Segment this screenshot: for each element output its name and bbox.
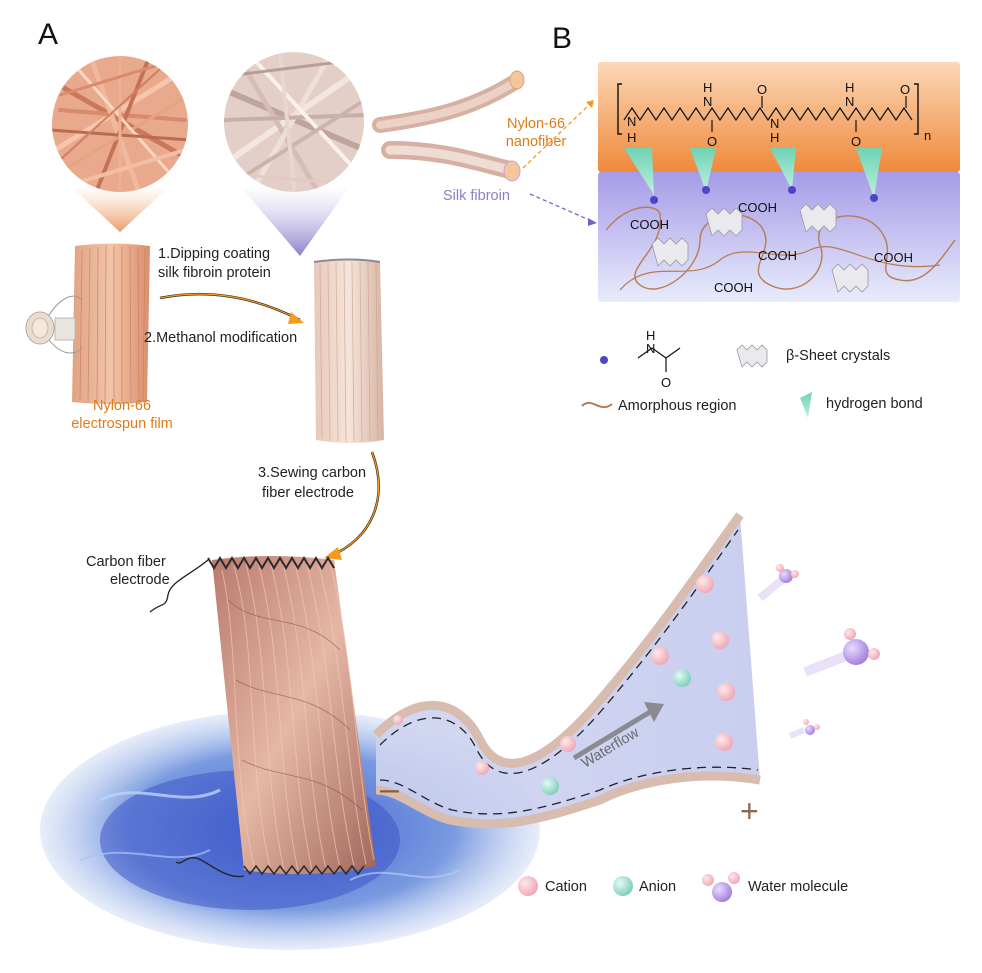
amide-group-icon: H N O xyxy=(637,328,681,390)
panel-label-b: B xyxy=(552,22,572,55)
zoom-cone-orange xyxy=(70,186,170,232)
carbon-fiber-electrode-bottom xyxy=(243,864,365,876)
process-arrow-1-2 xyxy=(159,292,301,322)
arrowhead-3 xyxy=(324,547,342,560)
step3-label-line2: fiber electrode xyxy=(262,485,354,501)
legend-amorphous: Amorphous region xyxy=(618,398,737,414)
film-label: Nylon-66 xyxy=(93,398,151,414)
cooh-1: COOH xyxy=(630,217,669,232)
cooh-2: COOH xyxy=(738,200,777,215)
molecular-structure-panel: N H H N O O N H H N O O n xyxy=(598,62,960,302)
nanochannel xyxy=(372,512,761,829)
legend-anion: Anion xyxy=(639,879,676,895)
chem-o-4: O xyxy=(900,82,910,97)
electrode-label: Carbon fiber xyxy=(86,554,166,570)
panel-b-legend: H N O β-Sheet crystals Amorphous region … xyxy=(581,328,923,418)
step3-label: 3.Sewing carbon xyxy=(258,465,366,481)
film-label-line2: electrospun film xyxy=(71,416,173,432)
step1-label-line2: silk fibroin protein xyxy=(158,265,271,281)
amide-dot-icon xyxy=(600,356,608,364)
water-molecules xyxy=(757,564,880,739)
zoom-cone-purple xyxy=(240,186,350,256)
device-fabric xyxy=(207,556,376,876)
svg-text:O: O xyxy=(661,375,671,390)
coated-film xyxy=(313,258,384,443)
chem-h-1: H xyxy=(703,80,712,95)
cooh-3: COOH xyxy=(758,248,797,263)
anion-icon xyxy=(613,876,633,896)
carbon-fiber-electrode-top xyxy=(207,556,335,570)
pointer-to-silk-band xyxy=(529,193,595,223)
chem-h-3: H xyxy=(845,80,854,95)
svg-text:H: H xyxy=(646,328,655,343)
silk-label: Silk fibroin xyxy=(443,188,510,204)
hbond-icon xyxy=(800,392,812,418)
pointer-to-nylon-band xyxy=(522,103,591,169)
chem-n-subscript: n xyxy=(924,128,931,143)
amorphous-icon xyxy=(581,401,613,409)
chem-o-1: O xyxy=(707,134,717,149)
legend-beta-sheet: β-Sheet crystals xyxy=(786,348,890,364)
chem-h-2: H xyxy=(770,130,779,145)
nanofiber-label: Nylon-66 xyxy=(507,116,565,132)
ions xyxy=(393,575,735,795)
step1-label: 1.Dipping coating xyxy=(158,246,270,262)
chem-o-2: O xyxy=(757,82,767,97)
nylon-film xyxy=(72,243,150,405)
plus-sign: + xyxy=(740,793,759,829)
ion-legend: Cation Anion Water molecule xyxy=(518,872,848,902)
nylon-fiber-closeup xyxy=(52,56,188,192)
panel-label-a: A xyxy=(38,18,58,51)
electrode-label-line2: electrode xyxy=(110,572,170,588)
svg-text:N: N xyxy=(646,341,655,356)
minus-sign: – xyxy=(380,770,399,808)
chem-o-3: O xyxy=(851,134,861,149)
cation-icon xyxy=(518,876,538,896)
chem-n-3: N xyxy=(845,94,854,109)
water-molecule-icon xyxy=(702,872,740,902)
cooh-4: COOH xyxy=(714,280,753,295)
fiber-tubes xyxy=(372,70,525,182)
bottom-wire xyxy=(175,857,245,878)
beta-sheet-icon xyxy=(736,344,768,368)
cooh-5: COOH xyxy=(874,250,913,265)
legend-water: Water molecule xyxy=(748,879,848,895)
step2-label: 2.Methanol modification xyxy=(144,330,297,346)
coated-fiber-closeup xyxy=(224,52,364,192)
arrowhead-1-2 xyxy=(288,312,304,324)
collector-roller-icon xyxy=(25,295,83,354)
chem-h-left: H xyxy=(627,130,636,145)
chem-n-2: N xyxy=(770,116,779,131)
legend-hbond: hydrogen bond xyxy=(826,396,923,412)
legend-cation: Cation xyxy=(545,879,587,895)
top-wire xyxy=(149,559,209,613)
chem-n-left: N xyxy=(627,114,636,129)
chem-n-1: N xyxy=(703,94,712,109)
nanofiber-label-line2: nanofiber xyxy=(506,134,567,150)
